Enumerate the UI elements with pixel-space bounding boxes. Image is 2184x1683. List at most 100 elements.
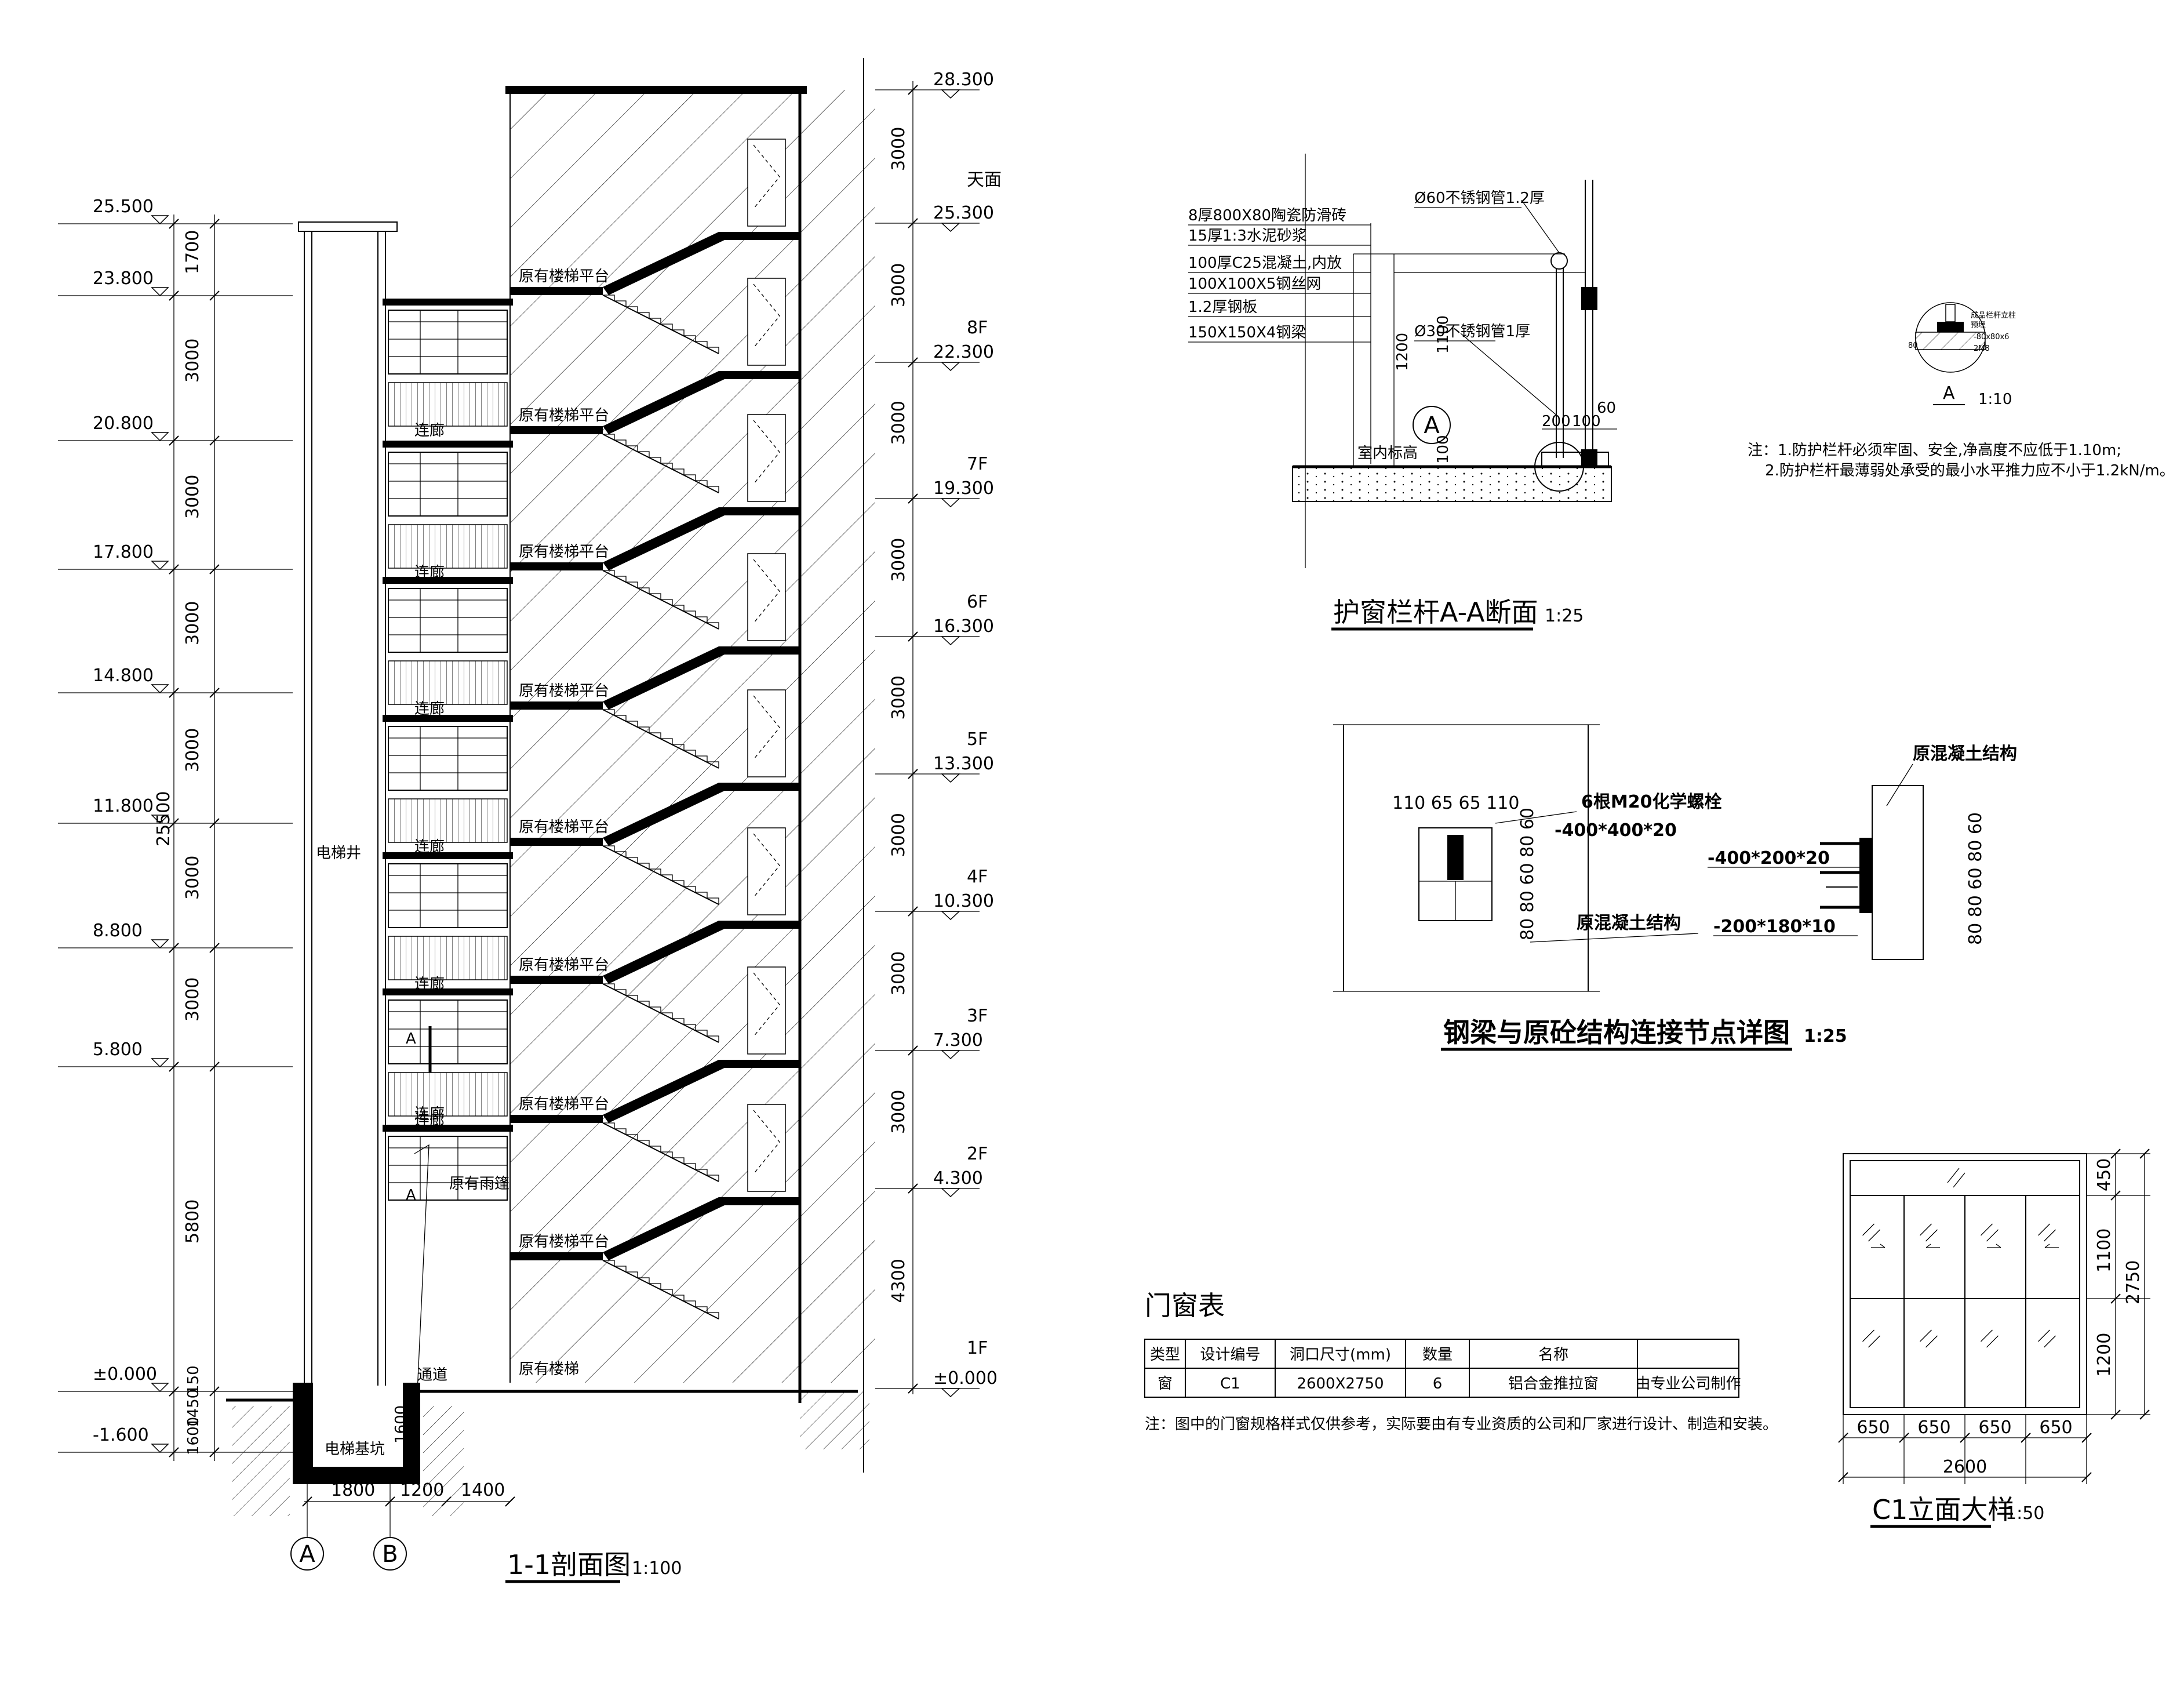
left-dim-4: 3000 [183,728,203,772]
c1-height-dim-0: 450 [2094,1158,2114,1191]
c1-height-dim-2: 1200 [2094,1333,2114,1377]
corridor-label-last: 连廊 [414,1106,445,1123]
railing-note-line-4: 1.2厚钢板 [1188,299,1257,316]
railing-note-line-3: 100X100X5钢丝网 [1188,275,1321,293]
landing-label-3: 原有楼梯平台 [519,682,609,700]
c1-total-width: 2600 [1943,1457,1987,1477]
node-a-label: A [1943,383,1955,404]
left-dim-0: 1700 [183,230,203,274]
left-elevation-3: 17.800 [93,542,154,562]
schedule-cell-0: 窗 [1157,1375,1173,1393]
floor-label-5: 4F [967,867,988,887]
marker-a-2: A [406,1187,416,1204]
right-elevation-9: ±0.000 [933,1368,998,1388]
railing-dim-60: 60 [1597,399,1616,417]
left-dim-1: 3000 [183,339,203,383]
stair-section: 原有楼梯平台原有楼梯平台原有楼梯平台原有楼梯平台原有楼梯平台原有楼梯平台原有楼梯… [510,139,800,1319]
railing-detail-title: 护窗栏杆A-A断面 [1333,597,1538,628]
beam-top-dims: 110 65 65 110 [1392,793,1519,813]
railing-dim-1200: 1200 [1394,333,1411,371]
right-dim-8: 4300 [889,1259,909,1303]
canopy-label: 原有雨篷 [449,1175,509,1193]
plate-2-label: -400*200*20 [1708,848,1830,868]
schedule-cell-3: 6 [1433,1375,1443,1393]
railing-note-2: 2.防护栏杆最薄弱处承受的最小水平推力应不小于1.2kN/m。 [1765,462,2175,479]
right-elevation-5: 13.300 [933,754,994,774]
left-elevation-2: 20.800 [93,413,154,434]
right-elevation-8: 4.300 [933,1168,983,1188]
floor-label-0: 天面 [967,170,1002,190]
beam-connection-detail: 110 65 65 110 6根M20化学螺栓 -400*400*20 -400… [1333,724,2017,1051]
bottom-dim-1: 1200 [400,1480,444,1500]
left-dim-3: 3000 [183,601,203,645]
schedule-cell-2: 2600X2750 [1297,1375,1384,1393]
passage-label: 通道 [417,1366,447,1384]
beam-side-dims-1: 80 80 60 80 60 [1517,808,1538,940]
node-a-tag-1: 预埋 [1971,321,1986,330]
landing-label-0: 原有楼梯平台 [519,268,609,285]
c1-width-dim-0: 650 [1857,1417,1890,1438]
railing-note-1: 注：1.防护栏杆必须牢固、安全,净高度不应低于1.10m; [1748,442,2121,459]
beam-detail-scale: 1:25 [1804,1026,1847,1046]
schedule-header-3: 数量 [1422,1346,1453,1364]
railing-note-line-2: 100厚C25混凝土,内放 [1188,255,1342,272]
right-dim-6: 3000 [889,951,909,995]
schedule-cell-1: C1 [1220,1375,1240,1393]
plate-3-label: -200*180*10 [1713,917,1836,937]
stair-label: 原有楼梯 [519,1361,579,1378]
schedule-header-4: 名称 [1538,1346,1568,1364]
concrete-label-1: 原混凝土结构 [1577,913,1681,933]
railing-dim-100: 100 [1435,435,1452,464]
right-dim-5: 3000 [889,813,909,857]
right-dim-2: 3000 [889,401,909,445]
c1-scale: 1:50 [2005,1503,2044,1524]
right-elevation-1: 25.300 [933,203,994,223]
c1-total-height: 2750 [2123,1260,2143,1304]
landing-label-1: 原有楼梯平台 [519,407,609,424]
schedule-cell-5: 由专业公司制作 [1635,1375,1741,1393]
left-elevation-0: 25.500 [93,197,154,217]
pipe-top-label: Ø60不锈钢管1.2厚 [1414,190,1545,207]
landing-label-4: 原有楼梯平台 [519,819,609,836]
railing-dim-1100: 1100 [1435,315,1452,354]
plate-1-label: -400*400*20 [1555,820,1677,841]
floor-label-7: 2F [967,1144,988,1164]
total-height-dim: 25500 [154,791,174,846]
floor-label-8: 1F [967,1338,988,1358]
right-dim-0: 3000 [889,127,909,171]
right-elevation-0: 28.300 [933,70,994,90]
landing-label-2: 原有楼梯平台 [519,543,609,561]
c1-title: C1立面大样 [1872,1494,2014,1525]
node-a-scale: 1:10 [1978,391,2012,408]
left-elevation-1: 23.800 [93,268,154,289]
marker-a-1: A [406,1030,416,1048]
left-elevation-8: ±0.000 [93,1364,157,1384]
right-elevation-7: 7.300 [933,1030,983,1050]
floor-level-label: 室内标高 [1357,445,1418,462]
elevator-shaft [293,221,420,1484]
section-title: 1-1剖面图 [507,1549,631,1580]
railing-detail: A 8厚800X80陶瓷防滑砖15厚1:3水泥砂浆100厚C25混凝土,内放10… [1188,154,1617,631]
floor-label-3: 6F [967,592,988,612]
floor-label-6: 3F [967,1006,988,1026]
c1-width-dim-1: 650 [1917,1417,1950,1438]
left-elevation-6: 8.800 [93,921,143,941]
landing-label-5: 原有楼梯平台 [519,957,609,974]
left-elevation-7: 5.800 [93,1039,143,1060]
left-dimension-chain: 25.50023.80020.80017.80014.80011.8008.80… [58,197,293,1461]
landing-label-7: 原有楼梯平台 [519,1233,609,1251]
schedule-header-1: 设计编号 [1200,1346,1260,1364]
left-dim-6: 3000 [183,977,203,1022]
railing-detail-scale: 1:25 [1545,606,1584,626]
schedule-header-0: 类型 [1150,1346,1180,1364]
axis-b-label: B [382,1541,398,1568]
right-elevation-4: 16.300 [933,616,994,637]
left-elevation-9: -1.600 [93,1425,149,1445]
node-a-tag-0: 成品栏杆立柱 [1971,311,2016,320]
railing-dim-100b: 100 [1572,413,1601,430]
left-dim-7: 5800 [183,1199,203,1244]
